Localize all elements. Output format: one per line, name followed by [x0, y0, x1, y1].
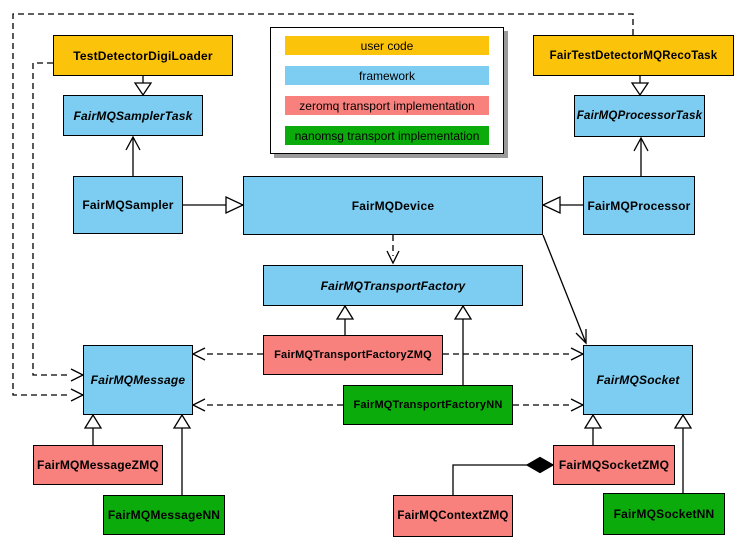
- edge-messagenn-message: [172, 413, 192, 495]
- legend: user code framework zeromq transport imp…: [270, 27, 504, 154]
- node-fairmqmessagezmq: FairMQMessageZMQ: [33, 445, 163, 485]
- node-fairmqsampler: FairMQSampler: [73, 176, 183, 234]
- node-fairmqcontextzmq: FairMQContextZMQ: [393, 495, 513, 537]
- node-fairmqprocessor: FairMQProcessor: [583, 176, 695, 235]
- node-fairmqtransportfactorynn: FairMQTransportFactoryNN: [343, 385, 513, 425]
- edge-contextzmq-socketzmq: [452, 456, 555, 495]
- node-fairmqsocketzmq: FairMQSocketZMQ: [553, 445, 675, 485]
- legend-item-user-code: user code: [285, 36, 489, 55]
- node-fairmqtransportfactoryzmq: FairMQTransportFactoryZMQ: [263, 335, 443, 375]
- legend-item-framework: framework: [285, 66, 489, 85]
- node-fairmqsamplertask: FairMQSamplerTask: [63, 95, 203, 136]
- node-fairmqmessagenn: FairMQMessageNN: [103, 495, 225, 535]
- edge-socketnn-socket: [673, 413, 693, 493]
- edge-factorynn-socket: [513, 398, 585, 412]
- edge-recotask-processortask: [630, 76, 650, 97]
- edge-device-factory: [386, 235, 400, 265]
- edge-processor-device: [541, 195, 583, 215]
- edge-factoryzmq-factory: [335, 304, 355, 335]
- edge-factorynn-message: [191, 398, 343, 412]
- edge-sampler-device: [183, 195, 245, 215]
- node-fairmqprocessortask: FairMQProcessorTask: [574, 95, 705, 137]
- edge-messagezmq-message: [83, 413, 103, 445]
- edge-device-socket: [542, 234, 587, 345]
- edge-sampler-samplertask: [125, 135, 141, 176]
- edge-factoryzmq-message: [191, 347, 263, 361]
- legend-item-zeromq: zeromq transport implementation: [285, 96, 489, 115]
- node-fairmqtransportfactory: FairMQTransportFactory: [263, 265, 523, 306]
- edge-processor-processortask: [633, 136, 649, 176]
- edge-digiloader-samplertask: [133, 76, 153, 97]
- node-fairmqsocketnn: FairMQSocketNN: [603, 493, 725, 535]
- edge-factorynn-factory: [453, 304, 473, 385]
- edge-factoryzmq-socket: [443, 347, 585, 361]
- legend-item-nanomsg: nanomsg transport implementation: [285, 126, 489, 145]
- node-fairmqmessage: FairMQMessage: [83, 345, 193, 415]
- node-fairmqsocket: FairMQSocket: [583, 345, 693, 415]
- node-fairtestdetectormqrecotask: FairTestDetectorMQRecoTask: [533, 35, 734, 76]
- edge-socketzmq-socket: [583, 413, 603, 445]
- node-testdetectordigiloader: TestDetectorDigiLoader: [53, 35, 233, 76]
- node-fairmqdevice: FairMQDevice: [243, 176, 543, 235]
